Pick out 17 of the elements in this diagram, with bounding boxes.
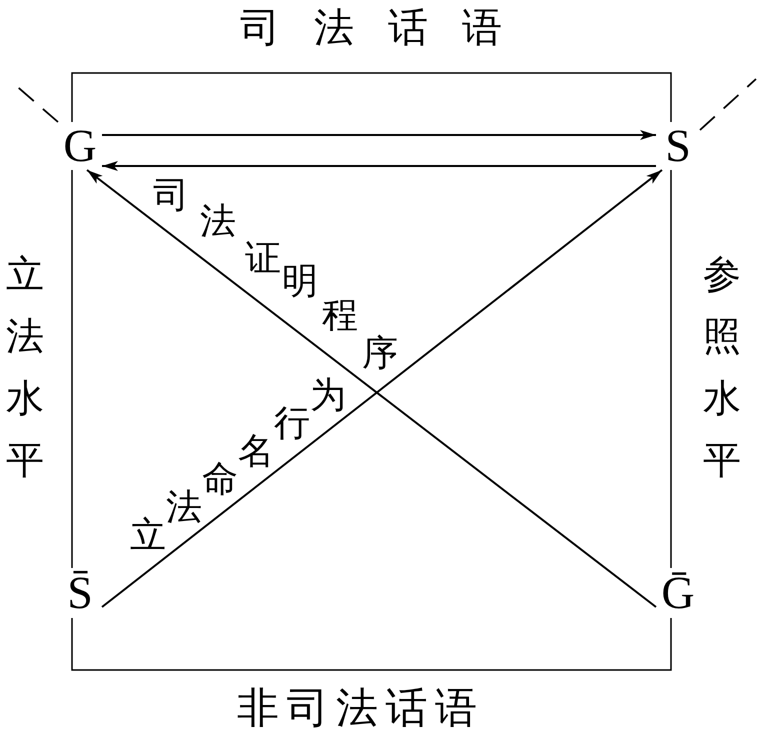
connector-line [670, 170, 672, 568]
term-symbol: Ḡ [656, 568, 700, 618]
dashed-line [699, 78, 757, 131]
side-label: 非司法话语 [237, 685, 477, 734]
term-symbol: S̄ [58, 568, 102, 618]
term-symbol: S [656, 122, 700, 170]
side-label: 参照水平 [703, 253, 741, 484]
edge-label: 司法证明程序 [153, 177, 398, 371]
connector-line [71, 618, 672, 671]
arrow [102, 161, 656, 171]
arrow [102, 130, 656, 140]
side-label: 司法话语 [240, 4, 502, 52]
connector-line [71, 72, 672, 122]
edge-label: 立法命名行为 [130, 377, 346, 553]
term-symbol: G [58, 122, 102, 170]
side-label: 立法水平 [6, 253, 44, 484]
connector-line [71, 170, 73, 568]
